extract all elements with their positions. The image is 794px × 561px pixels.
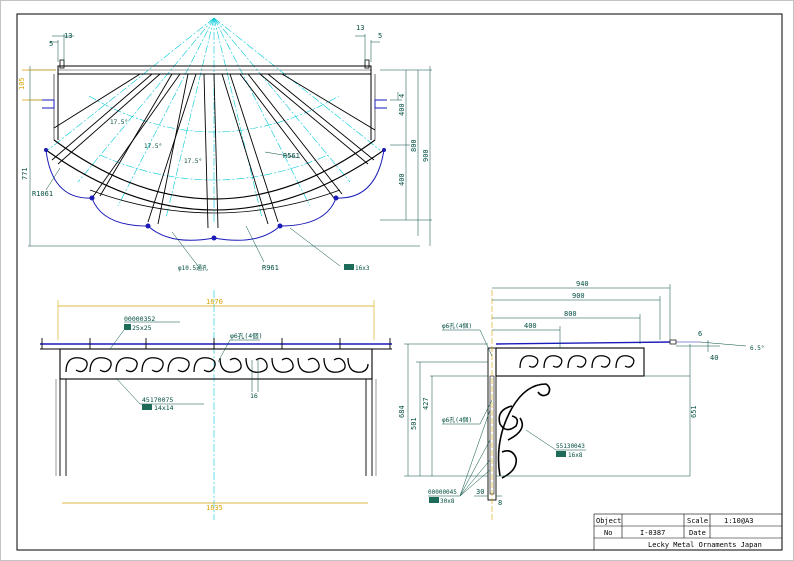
dim-r561: R561	[283, 152, 300, 160]
title-no-label: No	[604, 529, 612, 537]
dim-1635: 1635	[206, 504, 223, 512]
dim-r1061: R1061	[32, 190, 53, 198]
dim-684: 684	[398, 405, 406, 418]
title-object-label: Object	[596, 517, 621, 525]
dim-651: 651	[690, 405, 698, 418]
dim-13-right: 13	[356, 24, 364, 32]
dim-13-left: 13	[64, 32, 72, 40]
label-bar-size: 16x3	[355, 265, 370, 272]
part-c-code: 55130043	[556, 443, 585, 450]
label-hole: φ10.5通孔	[178, 264, 208, 272]
dim-5-right: 5	[378, 32, 382, 40]
part-b-size: 14x14	[154, 404, 174, 412]
title-company: Lecky Metal Ornaments Japan	[648, 541, 762, 549]
dim-8: 8	[498, 499, 502, 507]
angle-1: 17.5°	[184, 158, 202, 165]
part-c-tag	[556, 451, 566, 457]
dim-771: 771	[21, 167, 29, 180]
top-view: 13 5 13 5 105 771 4 400 400 800 900 R561…	[18, 17, 432, 272]
radial-centerlines	[47, 17, 381, 222]
dim-400-upper: 400	[398, 103, 406, 116]
dim-427: 427	[422, 397, 430, 410]
part-d-tag	[429, 497, 439, 503]
sheet-border	[16, 13, 783, 551]
angle-2: 17.5°	[144, 143, 162, 150]
front-view: 1670 1635	[40, 290, 392, 520]
part-b-tag	[142, 404, 152, 410]
side-view: 940 900 800 400 6 40 6.5° 684 501 427 65…	[398, 280, 764, 520]
dim-900: 900	[422, 149, 430, 162]
side-hole-mid-label: φ6孔(4個)	[442, 416, 472, 424]
dim-400-side: 400	[524, 322, 537, 330]
side-hole-top-label: φ6孔(4個)	[442, 322, 472, 330]
bar-tag	[344, 264, 354, 270]
title-no-value: I-0387	[640, 529, 665, 537]
dim-940: 940	[576, 280, 589, 288]
part-a-tag	[124, 324, 131, 330]
dim-501: 501	[410, 417, 418, 430]
part-a-code: 00000352	[124, 315, 155, 323]
title-scale-label: Scale	[687, 517, 708, 525]
dim-angle: 6.5°	[750, 345, 764, 352]
dim-40: 40	[710, 354, 718, 362]
dim-800-side: 800	[564, 310, 577, 318]
dim-5-left: 5	[49, 40, 53, 48]
title-block	[593, 513, 783, 551]
front-hole-label: φ6孔(4個)	[230, 331, 263, 340]
part-d-size: 30x8	[440, 498, 455, 505]
title-date-label: Date	[689, 529, 706, 537]
dim-r961: R961	[262, 264, 279, 272]
dim-1670: 1670	[206, 298, 223, 306]
part-a-size: 25x25	[132, 324, 152, 332]
dim-small-4: 4	[398, 94, 406, 98]
dim-800: 800	[410, 139, 418, 152]
dim-400-lower: 400	[398, 173, 406, 186]
title-scale-value: 1:10@A3	[724, 517, 754, 525]
dim-105: 105	[18, 77, 26, 90]
angle-3: 17.5°	[110, 119, 128, 126]
part-d-code: 00000045	[428, 489, 457, 496]
dim-900-side: 900	[572, 292, 585, 300]
part-b-code: 45170075	[142, 396, 173, 404]
part-c-size: 16x8	[568, 452, 583, 459]
dim-30: 30	[476, 488, 484, 496]
dim-16: 16	[250, 392, 258, 400]
dim-6: 6	[698, 330, 702, 338]
